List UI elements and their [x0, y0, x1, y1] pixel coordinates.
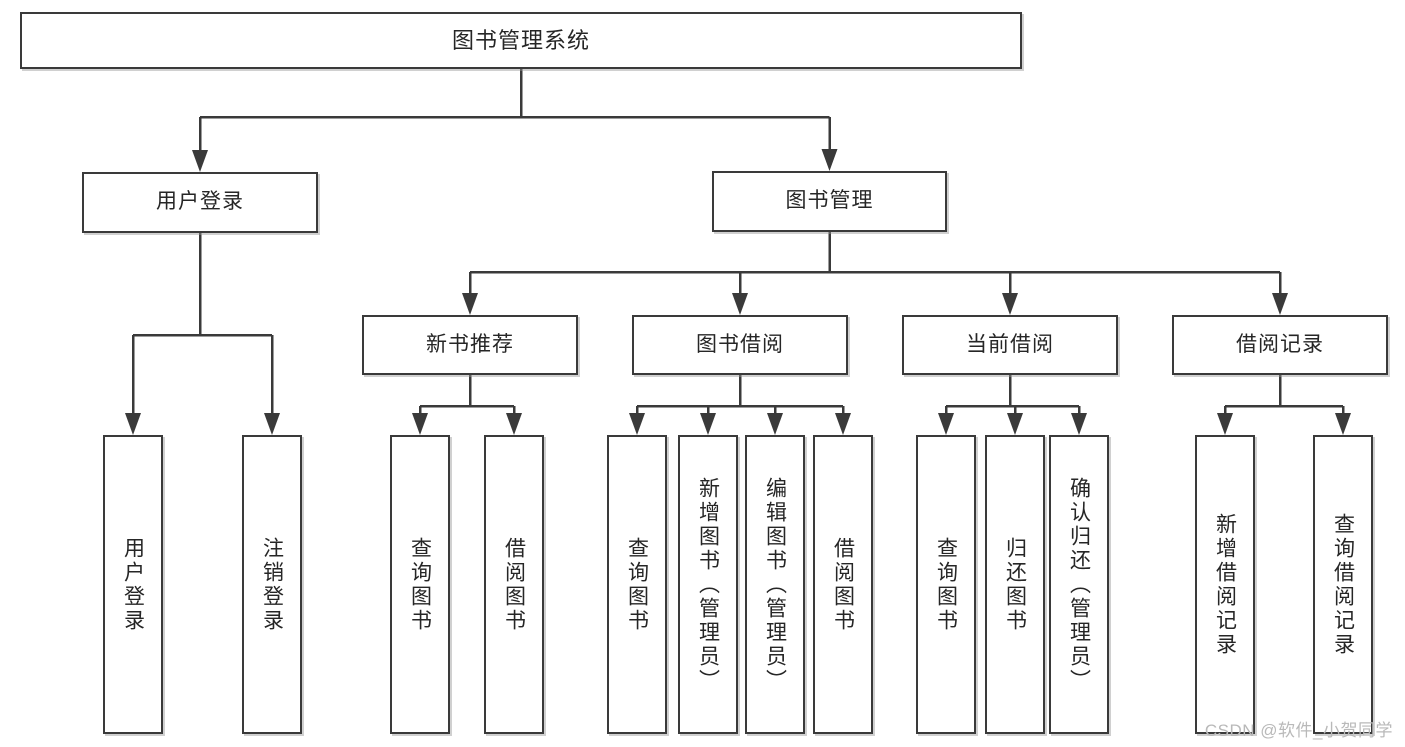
node-borrow-record[interactable]: 借阅记录: [1172, 315, 1388, 375]
node-label: 查询图书: [408, 536, 432, 633]
node-label: 用户登录: [121, 536, 145, 633]
node-label: 注销登录: [260, 536, 284, 633]
node-leaf-confirm-return[interactable]: 确认归还（管理员）: [1049, 435, 1109, 734]
node-label: 查询借阅记录: [1331, 512, 1355, 657]
node-user-login[interactable]: 用户登录: [82, 172, 318, 233]
node-label: 新书推荐: [426, 332, 514, 356]
node-label: 当前借阅: [966, 332, 1054, 356]
node-label: 用户登录: [156, 190, 244, 214]
node-label: 查询图书: [934, 536, 958, 633]
node-leaf-logout[interactable]: 注销登录: [242, 435, 302, 734]
node-label: 归还图书: [1003, 536, 1027, 633]
node-label: 新增图书（管理员）: [696, 476, 720, 693]
node-label: 图书管理系统: [451, 27, 590, 53]
node-label: 新增借阅记录: [1213, 512, 1237, 657]
node-leaf-borrow-book-1[interactable]: 借阅图书: [484, 435, 544, 734]
node-label: 查询图书: [625, 536, 649, 633]
node-label: 图书借阅: [696, 332, 784, 356]
node-new-book-rec[interactable]: 新书推荐: [362, 315, 578, 375]
node-leaf-user-login[interactable]: 用户登录: [103, 435, 163, 734]
node-leaf-return-book[interactable]: 归还图书: [985, 435, 1045, 734]
node-label: 借阅图书: [502, 536, 526, 633]
node-label: 借阅图书: [831, 536, 855, 633]
node-label: 编辑图书（管理员）: [763, 476, 787, 693]
node-root[interactable]: 图书管理系统: [20, 12, 1022, 69]
node-leaf-add-record[interactable]: 新增借阅记录: [1195, 435, 1255, 734]
node-leaf-query-book-1[interactable]: 查询图书: [390, 435, 450, 734]
node-leaf-query-record[interactable]: 查询借阅记录: [1313, 435, 1373, 734]
node-leaf-add-book[interactable]: 新增图书（管理员）: [678, 435, 738, 734]
node-label: 借阅记录: [1236, 332, 1324, 356]
node-book-borrow[interactable]: 图书借阅: [632, 315, 848, 375]
node-label: 图书管理: [785, 189, 874, 213]
node-leaf-query-book-2[interactable]: 查询图书: [607, 435, 667, 734]
node-leaf-borrow-book-2[interactable]: 借阅图书: [813, 435, 873, 734]
node-book-manage[interactable]: 图书管理: [712, 171, 947, 232]
csdn-watermark: CSDN @软件_小贺同学: [1204, 721, 1393, 740]
node-label: 确认归还（管理员）: [1067, 476, 1091, 693]
node-current-borrow[interactable]: 当前借阅: [902, 315, 1118, 375]
node-leaf-edit-book[interactable]: 编辑图书（管理员）: [745, 435, 805, 734]
node-leaf-query-book-3[interactable]: 查询图书: [916, 435, 976, 734]
